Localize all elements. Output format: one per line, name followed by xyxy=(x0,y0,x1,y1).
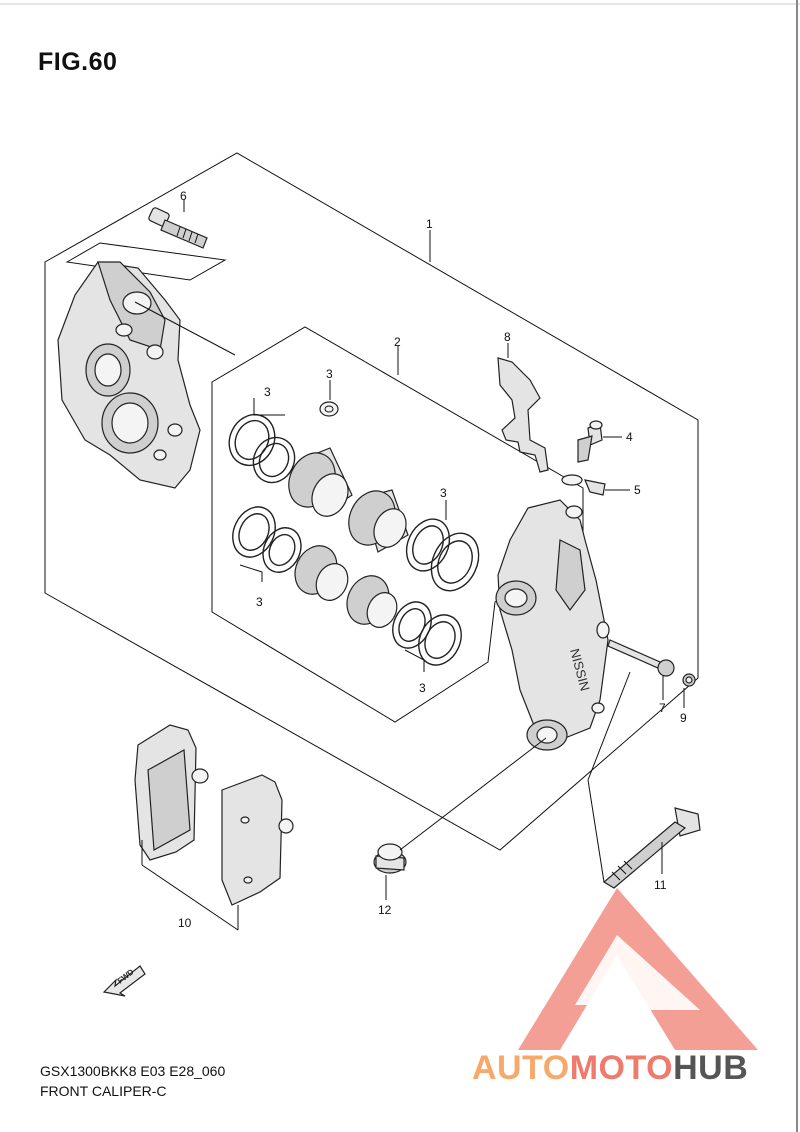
callout-12: 12 xyxy=(378,903,392,917)
model-code: GSX1300BKK8 E03 E28_060 xyxy=(40,1063,226,1079)
pad-spring-8 xyxy=(497,357,549,473)
brake-pads-10 xyxy=(134,724,294,906)
piston-seals-left xyxy=(228,413,302,573)
callout-11: 11 xyxy=(654,878,667,892)
bolt-detail-outline xyxy=(65,242,227,281)
assembly-outline-1 xyxy=(44,152,699,851)
caliper-left-half xyxy=(57,261,201,489)
callout-3c: 3 xyxy=(440,486,447,500)
callout-7: 7 xyxy=(659,701,666,715)
washer-3 xyxy=(319,401,339,417)
callout-2: 2 xyxy=(394,335,401,349)
pad-pin-7 xyxy=(607,639,675,677)
figure-title: FIG.60 xyxy=(38,48,118,76)
callout-8: 8 xyxy=(504,330,511,344)
callout-4: 4 xyxy=(626,430,633,444)
bleeder-valve-4 xyxy=(577,420,603,463)
spacer-12 xyxy=(373,843,407,874)
watermark-logo xyxy=(518,888,758,1050)
callout-3d: 3 xyxy=(256,595,263,609)
callout-5: 5 xyxy=(634,483,641,497)
watermark-text: AUTOMOTOHUB xyxy=(472,1049,748,1088)
callout-3b: 3 xyxy=(326,367,333,381)
callout-3a: 3 xyxy=(264,385,271,399)
bolt-6 xyxy=(148,207,208,249)
watermark-part1: AUTO xyxy=(472,1049,570,1087)
callout-3e: 3 xyxy=(419,681,426,695)
callout-1: 1 xyxy=(426,217,433,231)
callout-6: 6 xyxy=(180,189,187,203)
leader-lines xyxy=(134,200,685,931)
watermark-part2: MOTO xyxy=(569,1049,674,1087)
seal-kit-outline-2 xyxy=(211,326,584,723)
mounting-bolt-11 xyxy=(602,807,701,889)
callout-10: 10 xyxy=(178,916,192,930)
watermark-part3: HUB xyxy=(673,1049,749,1087)
bleeder-cap-5 xyxy=(561,474,606,496)
figure-caption: FRONT CALIPER-C xyxy=(40,1083,167,1099)
plug-9 xyxy=(682,673,696,687)
caliper-right-half: NISSIN xyxy=(495,499,610,751)
callout-9: 9 xyxy=(680,711,687,725)
pistons xyxy=(288,447,409,628)
piston-seals-right xyxy=(392,518,480,666)
forward-arrow: FWD xyxy=(102,965,146,997)
